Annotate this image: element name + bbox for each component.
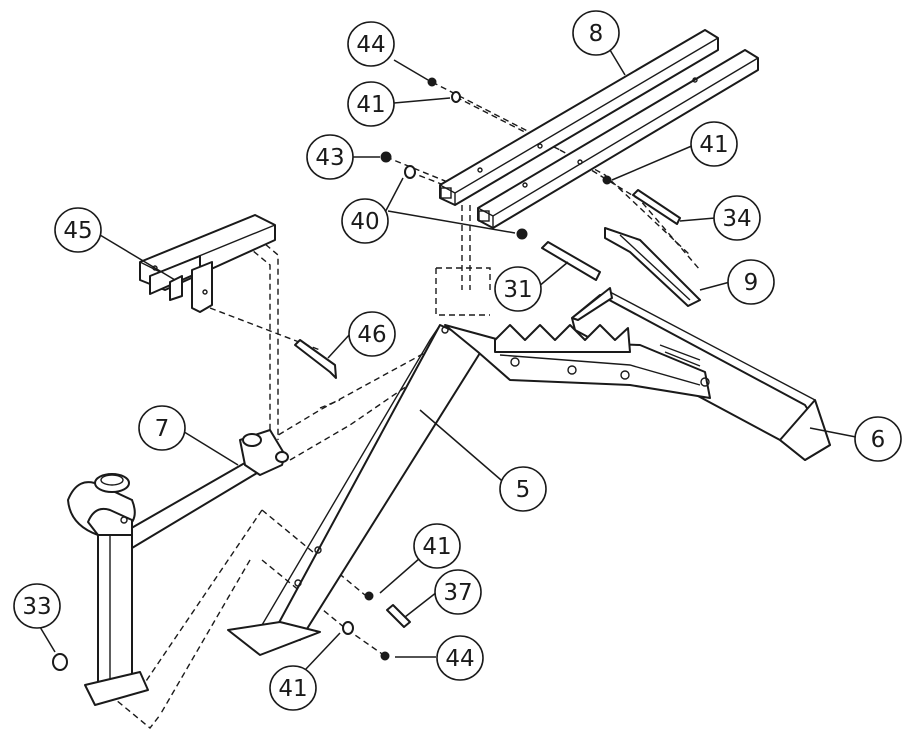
svg-text:33: 33 <box>22 594 51 620</box>
washer-41-top <box>451 91 461 103</box>
washer-41-bottom <box>342 621 354 635</box>
callout-5: 5 <box>499 466 547 512</box>
lever-notches <box>494 324 631 353</box>
svg-text:37: 37 <box>443 580 472 606</box>
nut-41-right <box>602 175 612 185</box>
callout-43: 43 <box>306 134 354 180</box>
washer-40 <box>404 165 416 179</box>
callout-9: 9 <box>727 259 775 305</box>
callout-33: 33 <box>13 583 61 629</box>
svg-text:46: 46 <box>357 322 386 348</box>
svg-text:41: 41 <box>699 132 728 158</box>
bolt-34 <box>632 189 681 225</box>
part-45-bracket <box>139 214 276 313</box>
callout-44-top: 44 <box>347 21 395 67</box>
callout-41-lower: 41 <box>413 523 461 569</box>
svg-text:41: 41 <box>356 92 385 118</box>
callout-40: 40 <box>341 198 389 244</box>
callout-41-bottom: 41 <box>269 665 317 711</box>
svg-text:31: 31 <box>503 277 532 303</box>
svg-text:7: 7 <box>155 416 170 442</box>
bolt-37 <box>386 604 411 628</box>
callout-41-right: 41 <box>690 121 738 167</box>
part-5-main-frame <box>227 324 711 656</box>
callout-34: 34 <box>713 195 761 241</box>
svg-text:40: 40 <box>350 209 379 235</box>
svg-text:34: 34 <box>722 206 751 232</box>
svg-text:44: 44 <box>445 646 474 672</box>
callout-41-top: 41 <box>347 81 395 127</box>
part-8-rails <box>439 29 759 229</box>
svg-text:44: 44 <box>356 32 385 58</box>
part-7-leg-support <box>127 429 289 549</box>
svg-text:5: 5 <box>516 477 531 503</box>
svg-text:43: 43 <box>315 145 344 171</box>
callouts: 44 41 43 40 8 41 34 31 <box>13 10 902 711</box>
svg-text:45: 45 <box>63 218 92 244</box>
part-9-bracket <box>604 227 701 307</box>
svg-text:41: 41 <box>278 676 307 702</box>
callout-6: 6 <box>854 416 902 462</box>
hardware <box>342 77 681 661</box>
callout-45: 45 <box>54 207 102 253</box>
part-46-pin <box>294 339 337 379</box>
svg-text:9: 9 <box>744 270 759 296</box>
nut-41-lower <box>364 591 374 601</box>
callout-8: 8 <box>572 10 620 56</box>
callout-37: 37 <box>434 569 482 615</box>
callout-7: 7 <box>138 405 186 451</box>
callout-46: 46 <box>348 311 396 357</box>
nut-44-bottom <box>380 651 390 661</box>
svg-text:8: 8 <box>589 21 604 47</box>
svg-text:41: 41 <box>422 534 451 560</box>
nut-43 <box>380 151 392 163</box>
bolt-31 <box>541 241 601 281</box>
front-upright-post <box>52 473 149 706</box>
callout-31: 31 <box>494 266 542 312</box>
callout-44-bottom: 44 <box>436 635 484 681</box>
svg-text:6: 6 <box>871 427 886 453</box>
nut-44-top <box>427 77 437 87</box>
assembly-guide-lines <box>109 81 701 730</box>
